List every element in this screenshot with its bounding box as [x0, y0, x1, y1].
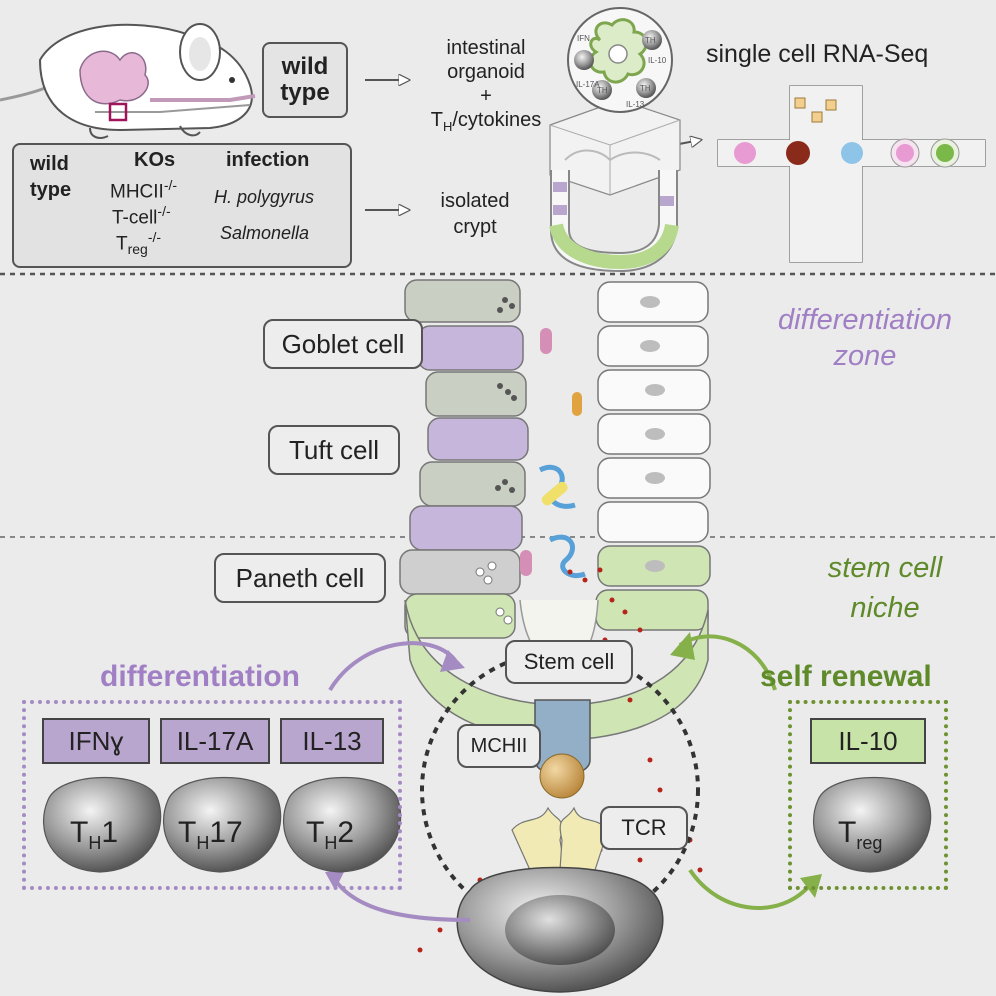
- microfluidic-chip: [717, 85, 986, 263]
- ko-tcell: T-cell-/-: [112, 203, 171, 229]
- isolated-line2: crypt: [453, 216, 497, 238]
- th17-label: TH17: [178, 816, 243, 853]
- self-renewal-title: self renewal: [760, 660, 932, 693]
- arrow-from-tcell-to-treg: [688, 868, 812, 910]
- organoid-line2: organoid: [447, 61, 525, 83]
- ko-mhcii: MHCII-/-: [110, 177, 178, 203]
- lumen-microbes: [520, 328, 586, 578]
- tuft-cell-label: Tuft cell: [268, 425, 400, 475]
- tcr-label: TCR: [600, 806, 688, 850]
- kos-heading: KOs: [134, 149, 176, 171]
- organoid-line1: intestinal: [446, 37, 526, 59]
- bottom-t-cell: [456, 866, 664, 993]
- th1-label: TH1: [70, 816, 119, 853]
- organoid-tag-ifn: IFN: [577, 34, 590, 43]
- infection-salmonella: Salmonella: [220, 223, 310, 243]
- organoid-label: intestinal organoid + TH/cytokines: [418, 36, 554, 139]
- differentiation-box: [22, 700, 402, 890]
- organoid-tag-il13: IL-13: [626, 100, 645, 109]
- differentiation-zone-label: differentiation zone: [777, 304, 953, 372]
- mhcii-label: MCHII: [457, 724, 541, 768]
- organoid-tag-th3: TH: [640, 84, 651, 93]
- organoid-illustration: [549, 7, 681, 196]
- organoid-tag-il17a: IL-17A: [576, 80, 600, 89]
- wild-type-mouse-label: wild type: [280, 53, 330, 106]
- organoid-plus: +: [480, 85, 492, 107]
- arrow-from-tcell-to-diff: [333, 878, 471, 922]
- arrow-head-2: [325, 870, 345, 890]
- organoid-tag-il10: IL-10: [648, 56, 667, 65]
- infection-hpolygyrus: H. polygyrus: [214, 187, 315, 207]
- arrow-to-stem-from-diff: [328, 641, 457, 692]
- small-crypt-illustration: [549, 170, 679, 273]
- organoid-tag-th2: TH: [597, 86, 608, 95]
- organoid-line3: TH/cytokines: [430, 109, 542, 134]
- treg-label: Treg: [838, 816, 883, 853]
- infection-heading: infection: [226, 149, 310, 171]
- conditions-box: wild type KOs MHCII-/- T-cell-/- Treg-/-…: [12, 143, 352, 268]
- goblet-cell-label: Goblet cell: [263, 319, 423, 369]
- cytokine-il17a: IL-17A: [160, 718, 270, 764]
- stem-cell-label: Stem cell: [505, 640, 633, 684]
- wild-type-mouse-box: wild type: [262, 42, 348, 118]
- crypt-left-wall: [399, 279, 529, 639]
- self-renewal-box: [788, 700, 948, 890]
- th-cell-graphics: [43, 777, 932, 873]
- wt-label: wild type: [30, 153, 72, 201]
- cytokine-il13: IL-13: [280, 718, 384, 764]
- isolated-line1: isolated: [440, 190, 510, 212]
- cytokine-il10: IL-10: [810, 718, 926, 764]
- cytokine-ifng: IFNɣ: [42, 718, 150, 764]
- paneth-cell-label: Paneth cell: [214, 553, 386, 603]
- crypt-right-wall: [595, 281, 711, 631]
- isolated-crypt-label: isolated crypt: [420, 188, 530, 240]
- stem-cell-niche-label: stem cell niche: [827, 552, 943, 624]
- rnaseq-title: single cell RNA-Seq: [706, 40, 929, 68]
- mouse-illustration: [0, 23, 256, 139]
- ko-treg: Treg-/-: [116, 229, 162, 258]
- differentiation-title: differentiation: [100, 660, 300, 693]
- arrow-head-1: [440, 650, 465, 672]
- th2-label: TH2: [306, 816, 355, 853]
- mhcii-tcr-complex: [511, 699, 609, 871]
- arrow-head-3: [670, 632, 695, 660]
- organoid-tag-th1: TH: [645, 36, 656, 45]
